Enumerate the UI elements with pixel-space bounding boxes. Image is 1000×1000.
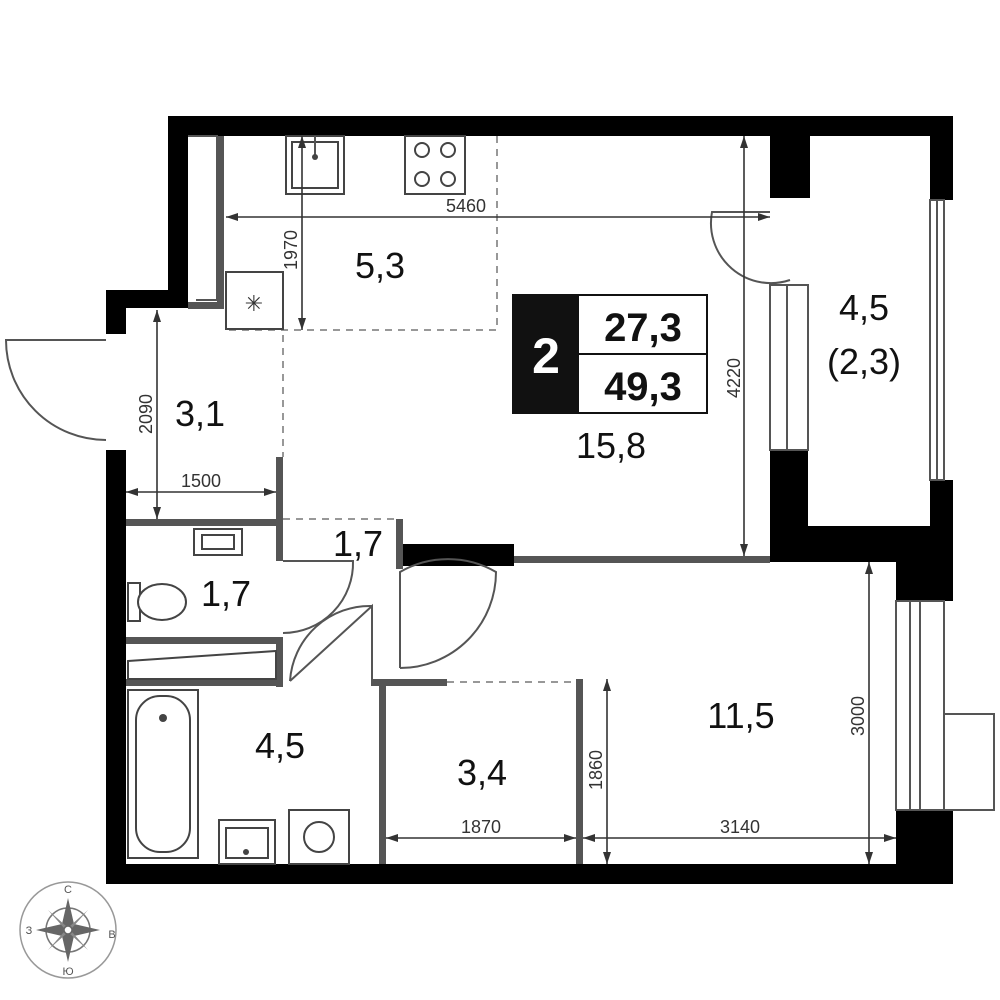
compass-west: З [26, 925, 33, 937]
room-count: 2 [532, 328, 560, 384]
kitchen-sink [285, 135, 345, 195]
room-balcony-area: 4,5 [839, 287, 889, 328]
partitions [126, 136, 770, 864]
bathroom-sink [218, 819, 276, 865]
dim-kitchen-depth: 1970 [281, 230, 301, 270]
compass-east: В [108, 929, 115, 941]
toilet [127, 582, 187, 622]
dim-wardrobe-width: 1870 [461, 817, 501, 837]
shelf [127, 649, 277, 680]
wc-sink [193, 528, 243, 556]
room-corridor-area: 1,7 [333, 523, 383, 564]
dim-living-depth: 4220 [724, 358, 744, 398]
zone-lines [224, 136, 576, 683]
compass-north: С [64, 884, 72, 896]
svg-text:✳: ✳ [245, 292, 263, 317]
room-wc-area: 1,7 [201, 573, 251, 614]
dim-bedroom-depth: 3000 [848, 696, 868, 736]
dim-kitchen-width: 5460 [446, 196, 486, 216]
dim-hall-depth: 2090 [136, 394, 156, 434]
boiler: ✳ [225, 271, 284, 330]
room-bedroom-area: 11,5 [707, 695, 774, 736]
exterior-walls [106, 116, 953, 884]
windows [188, 135, 995, 811]
compass-south: Ю [62, 966, 73, 978]
room-living-area: 15,8 [576, 425, 646, 466]
dim-wardrobe-depth: 1860 [586, 750, 606, 790]
apartment-badge [512, 294, 708, 414]
bathtub [127, 689, 199, 859]
room-bathroom-area: 4,5 [255, 725, 305, 766]
compass-icon [19, 881, 117, 979]
dimension-lines [126, 136, 896, 864]
room-wardrobe-area: 3,4 [457, 752, 507, 793]
room-balcony-reduced-area: (2,3) [827, 341, 901, 382]
dim-bedroom-width: 3140 [720, 817, 760, 837]
living-area-total: 27,3 [604, 306, 682, 350]
stove [404, 135, 466, 195]
total-area: 49,3 [604, 365, 682, 409]
room-hall-area: 3,1 [175, 393, 225, 434]
washing-machine [288, 809, 350, 865]
dim-hall-width: 1500 [181, 471, 221, 491]
doors [4, 211, 791, 682]
room-kitchen-area: 5,3 [355, 245, 405, 286]
